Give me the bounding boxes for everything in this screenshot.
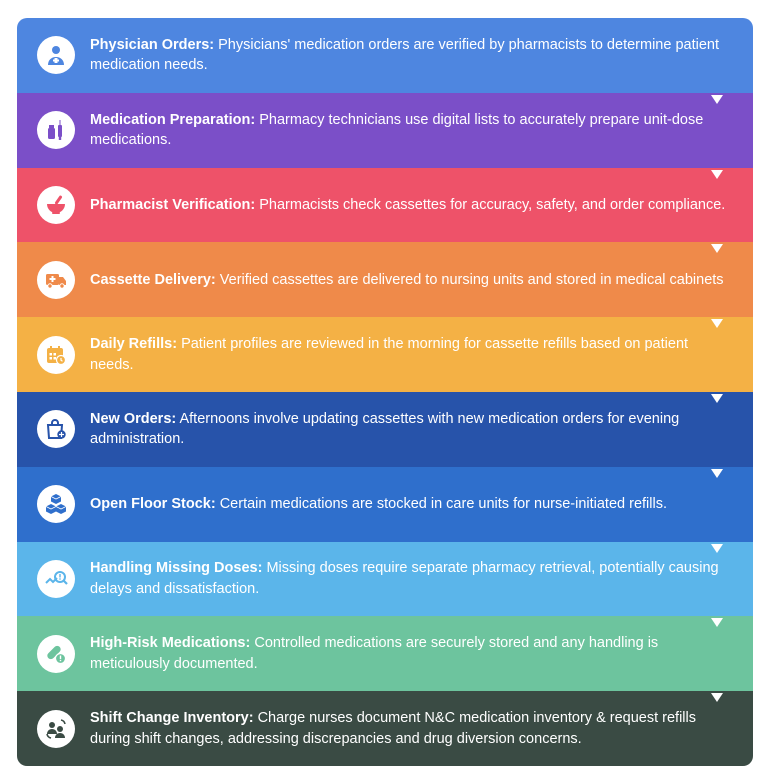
step-description: Missing doses require separate pharmacy … (90, 560, 719, 597)
step-open-floor-stock: Open Floor Stock: Certain medications ar… (17, 466, 753, 553)
step-description: Physicians' medication orders are verifi… (90, 36, 719, 74)
mortar-pestle-icon (37, 185, 75, 224)
calendar-clock-icon (37, 335, 75, 374)
step-title: Daily Refills: (90, 336, 178, 353)
arrow-down-icon (711, 393, 723, 403)
arrow-down-icon (711, 319, 723, 329)
search-trend-icon (37, 559, 75, 598)
step-title: High-Risk Medications: (90, 635, 251, 652)
doctor-icon (37, 36, 75, 75)
people-exchange-icon (37, 709, 75, 748)
step-description: Charge nurses document N&C medication in… (90, 710, 697, 747)
step-title: Cassette Delivery: (90, 271, 216, 288)
step-title: Shift Change Inventory: (90, 710, 254, 727)
pill-alert-icon (37, 634, 75, 673)
arrow-down-icon (711, 693, 723, 703)
step-title: Handling Missing Doses: (90, 560, 263, 577)
arrow-down-icon (711, 618, 723, 628)
step-description: Controlled medications are securely stor… (90, 635, 659, 672)
syringe-vial-icon (37, 111, 75, 150)
step-description: Patient profiles are reviewed in the mor… (90, 336, 689, 373)
step-title: Open Floor Stock: (90, 495, 216, 512)
arrow-down-icon (711, 468, 723, 478)
step-description: Afternoons involve updating cassettes wi… (90, 410, 680, 448)
step-handling-missing-doses: Handling Missing Doses: Missing doses re… (17, 541, 753, 628)
step-title: Medication Preparation: (90, 111, 256, 128)
arrow-down-icon (711, 543, 723, 553)
step-title: Pharmacist Verification: (90, 196, 256, 213)
step-medication-preparation: Medication Preparation: Pharmacy technic… (17, 92, 753, 179)
step-high-risk-medications: High-Risk Medications: Controlled medica… (17, 616, 753, 703)
step-cassette-delivery: Cassette Delivery: Verified cassettes ar… (17, 242, 753, 329)
step-description: Certain medications are stocked in care … (219, 495, 667, 512)
step-title: New Orders: (90, 410, 177, 427)
arrow-down-icon (711, 94, 723, 104)
shopping-bag-plus-icon (37, 410, 75, 449)
step-shift-change-inventory: Shift Change Inventory: Charge nurses do… (17, 691, 753, 766)
step-pharmacist-verification: Pharmacist Verification: Pharmacists che… (17, 167, 753, 254)
arrow-down-icon (711, 169, 723, 179)
step-description: Pharmacy technicians use digital lists t… (90, 111, 704, 149)
boxes-icon (37, 485, 75, 524)
step-physician-orders: Physician Orders: Physicians' medication… (17, 18, 753, 104)
workflow-diagram: Physician Orders: Physicians' medication… (17, 18, 753, 766)
step-new-orders: New Orders: Afternoons involve updating … (17, 391, 753, 478)
delivery-truck-icon (37, 260, 75, 299)
arrow-down-icon (711, 244, 723, 254)
step-daily-refills: Daily Refills: Patient profiles are revi… (17, 317, 753, 403)
step-description: Pharmacists check cassettes for accuracy… (259, 196, 726, 213)
step-title: Physician Orders: (90, 36, 215, 53)
step-description: Verified cassettes are delivered to nurs… (219, 271, 724, 288)
